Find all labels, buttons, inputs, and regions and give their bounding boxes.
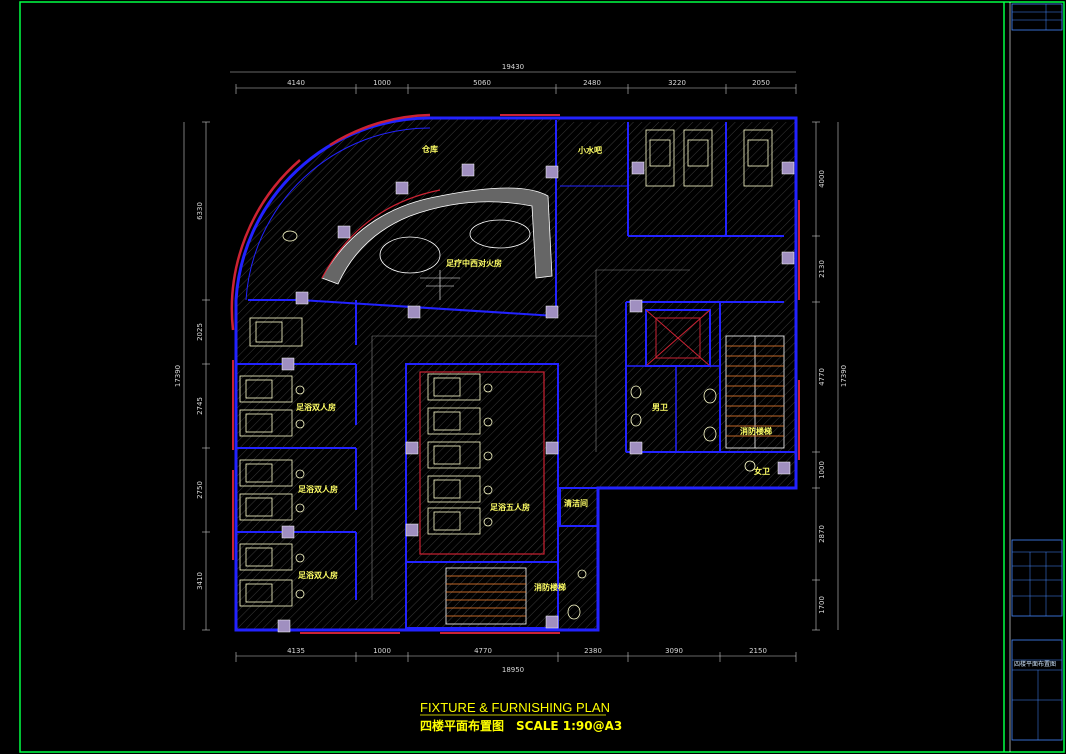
dim-top-seg-2: 1000 <box>373 79 391 87</box>
columns <box>277 161 795 633</box>
dim-left-seg-3: 2745 <box>196 397 204 415</box>
room-label-restroom-male: 男卫 <box>652 403 668 412</box>
drawing-title: FIXTURE & FURNISHING PLAN 四楼平面布置图 SCALE … <box>420 700 622 733</box>
title-chinese: 四楼平面布置图 <box>420 718 504 733</box>
title-english: FIXTURE & FURNISHING PLAN <box>420 700 610 715</box>
drawing-frame <box>19 1 1065 753</box>
dim-left-seg-1: 6330 <box>196 202 204 220</box>
dim-left-total: 17390 <box>174 365 182 387</box>
dim-top-seg-4: 2480 <box>583 79 601 87</box>
dim-bottom-seg-5: 3090 <box>665 647 683 655</box>
room-label-double-3: 足浴双人房 <box>298 570 338 580</box>
furniture <box>239 129 773 620</box>
dim-right-seg-4: 1000 <box>818 461 826 479</box>
room-label-double-2: 足浴双人房 <box>298 484 338 494</box>
room-label-bar: 小水吧 <box>577 145 602 155</box>
title-block: 四楼平面布置图 <box>1011 3 1063 741</box>
title-block-drawing-name: 四楼平面布置图 <box>1014 660 1056 668</box>
dim-top-seg-1: 4140 <box>287 79 305 87</box>
dim-bottom-seg-1: 4135 <box>287 647 305 655</box>
dim-bottom-seg-2: 1000 <box>373 647 391 655</box>
room-label-five-person: 足浴五人房 <box>490 502 530 512</box>
room-labels: 仓库 足疗中西对火房 小水吧 足浴双人房 足浴双人房 足浴双人房 足浴五人房 男… <box>296 144 772 592</box>
dim-right-seg-3: 4770 <box>818 368 826 386</box>
room-label-fire-stair-2: 消防楼梯 <box>534 582 566 592</box>
dim-right-total: 17390 <box>840 365 848 387</box>
room-label-double-1: 足浴双人房 <box>296 402 336 412</box>
room-label-restroom-female: 女卫 <box>754 466 770 476</box>
dim-bottom-total: 18950 <box>502 666 524 674</box>
dim-right-seg-1: 4000 <box>818 170 826 188</box>
dim-bottom-seg-4: 2380 <box>584 647 602 655</box>
dim-top-total: 19430 <box>502 63 524 71</box>
dim-right-seg-6: 1700 <box>818 596 826 614</box>
dim-bottom-seg-6: 2150 <box>749 647 767 655</box>
dim-left-seg-2: 2025 <box>196 323 204 341</box>
stairs-upper <box>725 335 785 449</box>
dimension-lines <box>183 71 839 662</box>
dim-top-seg-5: 3220 <box>668 79 686 87</box>
dim-right-seg-2: 2130 <box>818 260 826 278</box>
title-scale: SCALE 1:90@A3 <box>516 719 622 733</box>
dim-top-seg-6: 2050 <box>752 79 770 87</box>
dim-top-seg-3: 5060 <box>473 79 491 87</box>
stairs-lower <box>445 567 527 625</box>
room-label-fire-stair-1: 消防楼梯 <box>740 426 772 436</box>
dim-right-seg-5: 2870 <box>818 525 826 543</box>
room-label-cleaning: 清洁间 <box>564 498 588 508</box>
room-label-lounge: 足疗中西对火房 <box>446 258 502 268</box>
dim-left-seg-4: 2750 <box>196 481 204 499</box>
room-label-storage: 仓库 <box>421 144 438 154</box>
dim-left-seg-5: 3410 <box>196 572 204 590</box>
lounge-counter <box>321 187 553 300</box>
dim-bottom-seg-3: 4770 <box>474 647 492 655</box>
dimension-labels: 19430 4140 1000 5060 2480 3220 2050 1895… <box>174 63 848 674</box>
interior-walls <box>236 120 796 629</box>
